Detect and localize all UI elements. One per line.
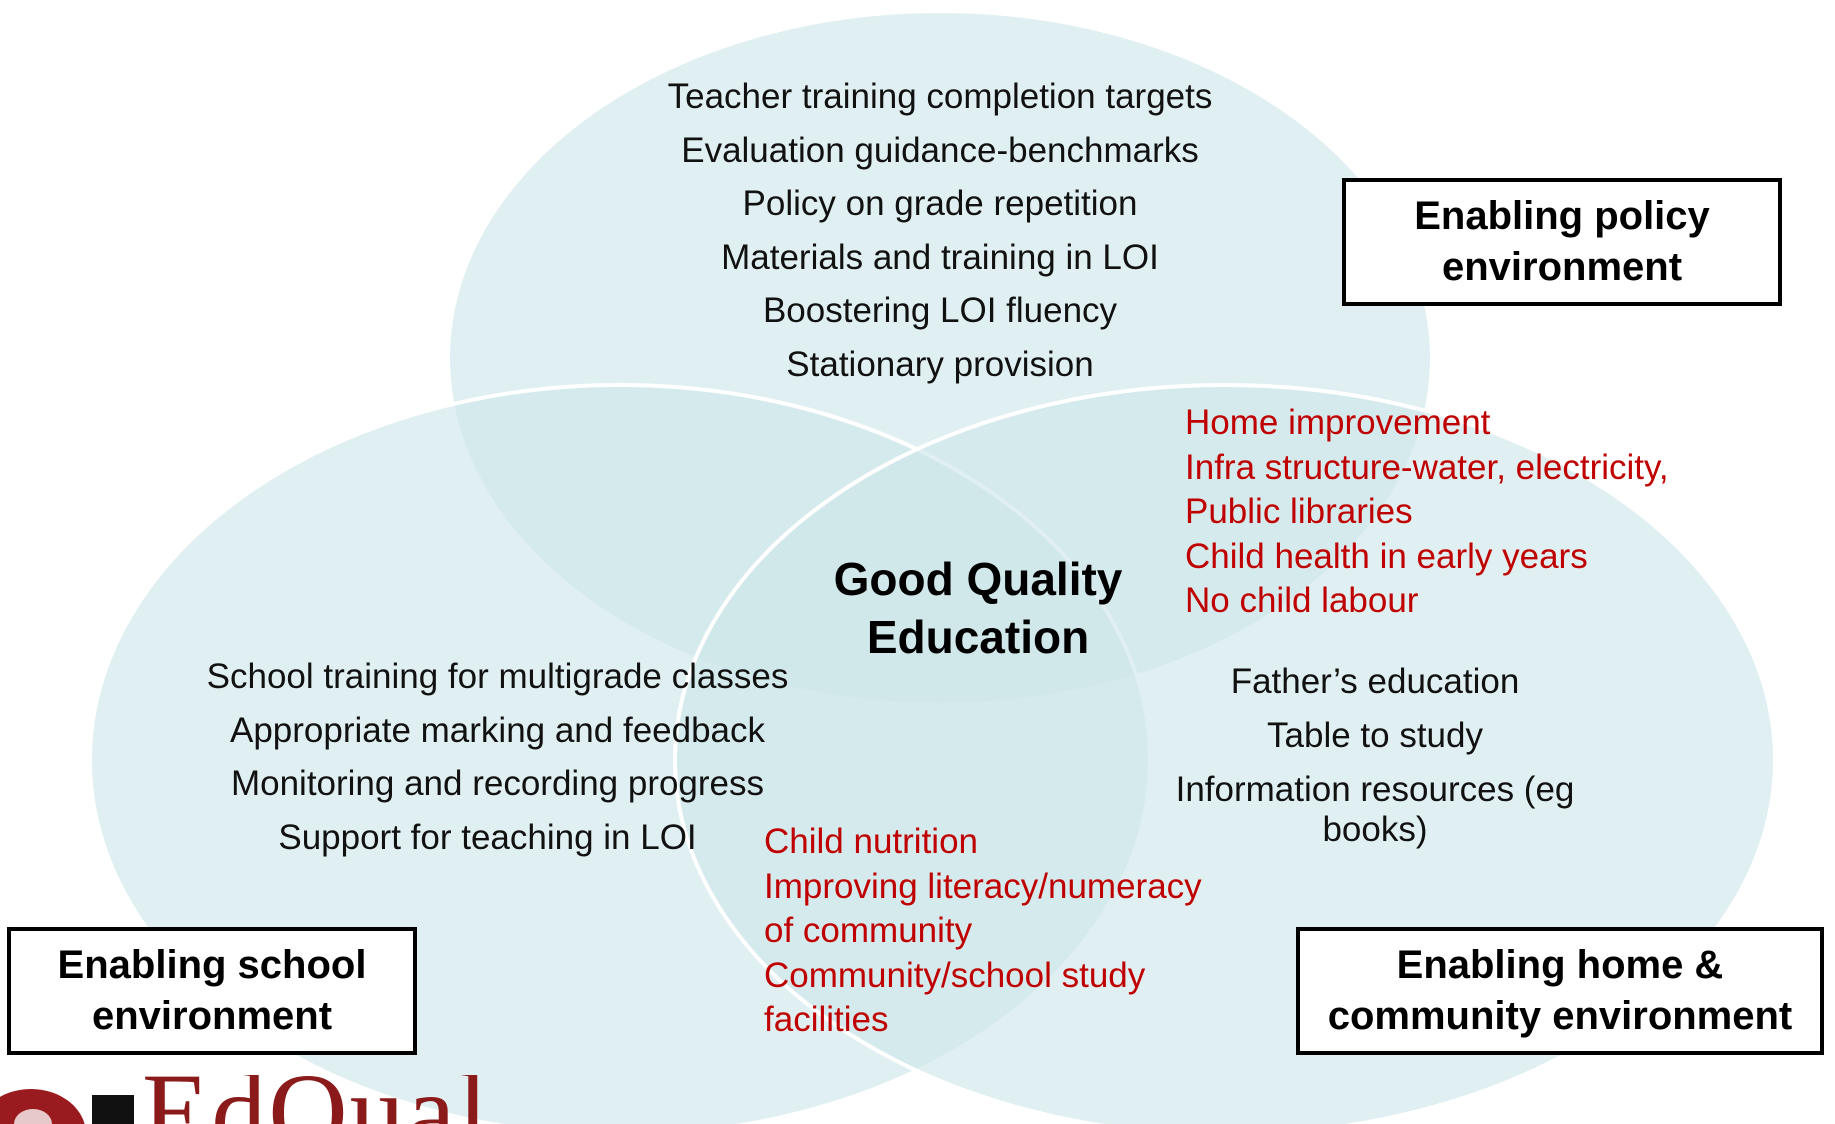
overlap-item: Improving literacy/numeracy	[764, 866, 1202, 906]
school-home-overlap-items: Child nutrition Improving literacy/numer…	[764, 820, 1202, 1043]
policy-item: Teacher training completion targets	[667, 77, 1213, 116]
policy-box-line: Enabling policy	[1414, 194, 1710, 239]
overlap-item: Public libraries	[1185, 492, 1413, 531]
overlap-item: Child health in early years	[1185, 536, 1588, 576]
school-item: Monitoring and recording progress	[230, 764, 765, 803]
logo-bar	[92, 1095, 134, 1124]
home-item: Information resources (eg books)	[1175, 770, 1575, 849]
home-box-line: community environment	[1327, 994, 1793, 1038]
school-item: School training for multigrade classes	[206, 657, 789, 696]
logo-emblem-icon	[0, 1089, 86, 1124]
overlap-item: No child labour	[1185, 581, 1419, 620]
overlap-item: Child nutrition	[764, 822, 978, 861]
policy-items: Teacher training completion targets Eval…	[640, 70, 1240, 391]
school-box-line: Enabling school	[57, 943, 367, 988]
school-item: Appropriate marking and feedback	[229, 710, 766, 750]
overlap-item: of community	[764, 911, 973, 950]
policy-item: Boostering LOI fluency	[762, 291, 1118, 330]
overlap-item: Infra structure-water, electricity,	[1185, 447, 1669, 487]
school-environment-box: Enabling school environment	[7, 927, 417, 1055]
policy-environment-box: Enabling policy environment	[1342, 178, 1782, 306]
school-items: School training for multigrade classes A…	[170, 650, 825, 864]
policy-box-line: environment	[1441, 245, 1683, 289]
logo-text: EdQual	[142, 1075, 490, 1124]
edqual-logo: EdQual	[0, 1075, 560, 1124]
center-title-line: Good Quality	[833, 553, 1123, 605]
center-title-line: Education	[866, 611, 1090, 664]
policy-item: Evaluation guidance-benchmarks	[681, 130, 1199, 170]
school-box-line: environment	[91, 994, 333, 1038]
home-item: Father’s education	[1230, 662, 1520, 701]
policy-home-overlap-items: Home improvement Infra structure-water, …	[1185, 401, 1669, 624]
school-item: Support for teaching in LOI	[278, 817, 697, 857]
home-environment-box: Enabling home & community environment	[1296, 927, 1824, 1055]
overlap-item: Community/school study	[764, 955, 1146, 995]
policy-item: Policy on grade repetition	[742, 184, 1138, 223]
center-title: Good Quality Education	[808, 550, 1148, 667]
overlap-item: Home improvement	[1185, 403, 1491, 442]
policy-item: Stationary provision	[786, 344, 1094, 384]
home-box-line: Enabling home &	[1396, 943, 1724, 988]
home-item: Table to study	[1267, 715, 1483, 755]
policy-item: Materials and training in LOI	[721, 237, 1159, 277]
overlap-item: facilities	[764, 1000, 889, 1039]
home-items: Father’s education Table to study Inform…	[1160, 655, 1590, 850]
